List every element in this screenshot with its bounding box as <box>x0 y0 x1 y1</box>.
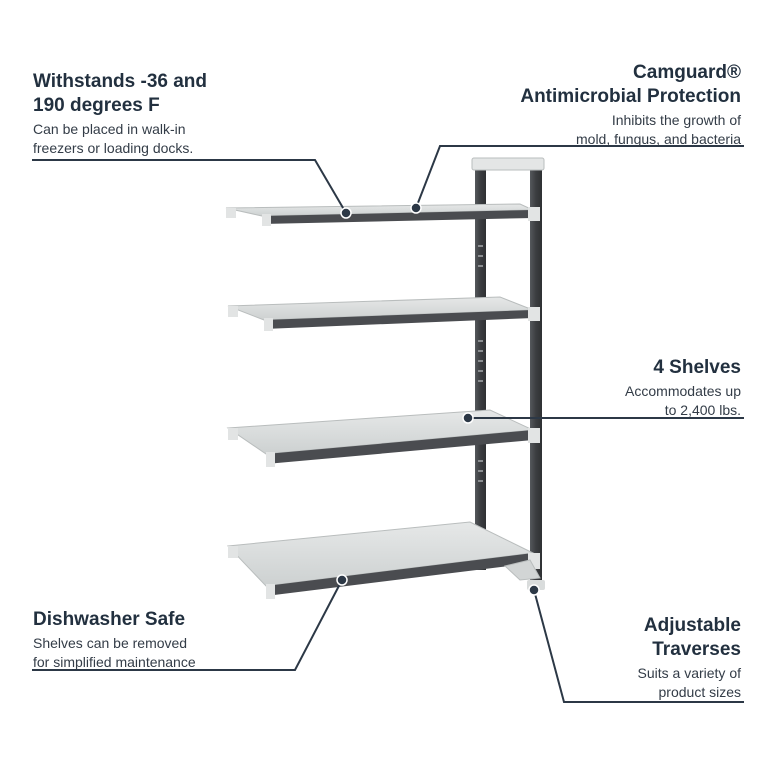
shelves-title: 4 Shelves <box>653 357 741 378</box>
leader-dots <box>336 202 540 596</box>
temperature-title: Withstands -36 and 190 degrees F <box>33 71 208 116</box>
leader-lines <box>32 145 744 703</box>
antimicrobial-description: Inhibits the growth of mold, fungus, and… <box>576 112 741 147</box>
shelf-4 <box>226 521 541 599</box>
shelves-description: Accommodates up to 2,400 lbs. <box>625 383 741 418</box>
shelf-3 <box>226 409 540 467</box>
traverses-description: Suits a variety of product sizes <box>637 665 742 700</box>
dishwasher-description: Shelves can be removed for simplified ma… <box>33 635 196 670</box>
dishwasher-title: Dishwasher Safe <box>33 609 186 630</box>
callout-dishwasher: Dishwasher Safe Shelves can be removed f… <box>33 608 196 672</box>
callout-antimicrobial: Camguard® Antimicrobial Protection Inhib… <box>520 61 741 149</box>
front-post <box>471 157 545 590</box>
callout-temperature: Withstands -36 and 190 degrees F Can be … <box>33 70 207 158</box>
shelf-1 <box>225 203 540 226</box>
traverses-title: Adjustable Traverses <box>643 615 741 660</box>
shelf-2 <box>227 296 540 331</box>
callout-traverses: Adjustable Traverses Suits a variety of … <box>638 614 742 702</box>
temperature-description: Can be placed in walk-in freezers or loa… <box>33 121 194 156</box>
rear-post <box>475 165 486 570</box>
antimicrobial-title: Camguard® Antimicrobial Protection <box>520 62 741 107</box>
callout-shelves: 4 Shelves Accommodates up to 2,400 lbs. <box>625 356 741 420</box>
